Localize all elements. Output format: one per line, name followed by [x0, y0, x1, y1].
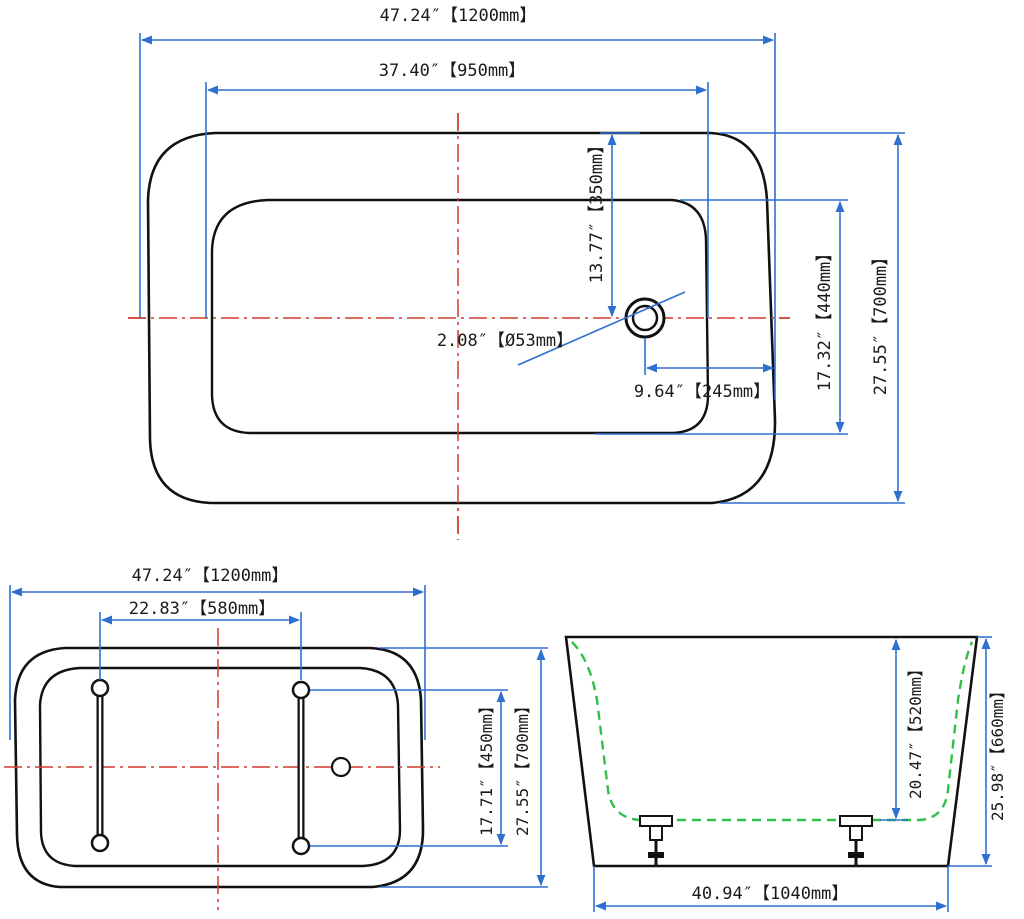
bottom-outer-rim — [13, 646, 425, 889]
bottom-overall-length-label: 47.24″【1200mm】 — [132, 566, 289, 586]
foot-left — [639, 815, 673, 866]
bottom-drain-icon — [330, 756, 352, 778]
top-view: 47.24″【1200mm】 37.40″【950mm】 13.77″【350m… — [128, 6, 905, 540]
top-drain-offset-label: 9.64″【245mm】 — [634, 382, 770, 402]
bottom-view: 47.24″【1200mm】 22.83″【580mm】 17.71″【450m… — [4, 566, 548, 910]
top-drain-diameter-label: 2.08″【Ø53mm】 — [437, 331, 573, 351]
side-water-depth-label: 20.47″【520mm】 — [906, 661, 925, 799]
foot-right — [839, 815, 873, 866]
drain-icon — [624, 297, 666, 339]
tub-inner-basin — [210, 198, 710, 435]
top-overall-length-label: 47.24″【1200mm】 — [380, 6, 537, 26]
side-base-length-label: 40.94″【1040mm】 — [692, 884, 849, 904]
top-inner-width-label: 17.32″【440mm】 — [815, 245, 835, 392]
bottom-foot-width-label: 17.71″【450mm】 — [477, 698, 496, 836]
bottom-inner-outline — [38, 666, 402, 868]
foot-rail-right — [291, 680, 311, 856]
bottom-overall-width-label: 27.55″【700mm】 — [513, 698, 532, 836]
bottom-foot-spacing-label: 22.83″【580mm】 — [129, 599, 276, 619]
top-inner-length-label: 37.40″【950mm】 — [379, 61, 526, 81]
top-drain-distance-label: 13.77″【350mm】 — [587, 137, 607, 284]
top-overall-width-label: 27.55″【700mm】 — [871, 249, 891, 396]
foot-rail-left — [90, 678, 110, 853]
side-view: 20.47″【520mm】 25.98″【660mm】 40.94″【1040m… — [564, 635, 1007, 912]
side-overall-height-label: 25.98″【660mm】 — [988, 683, 1007, 821]
